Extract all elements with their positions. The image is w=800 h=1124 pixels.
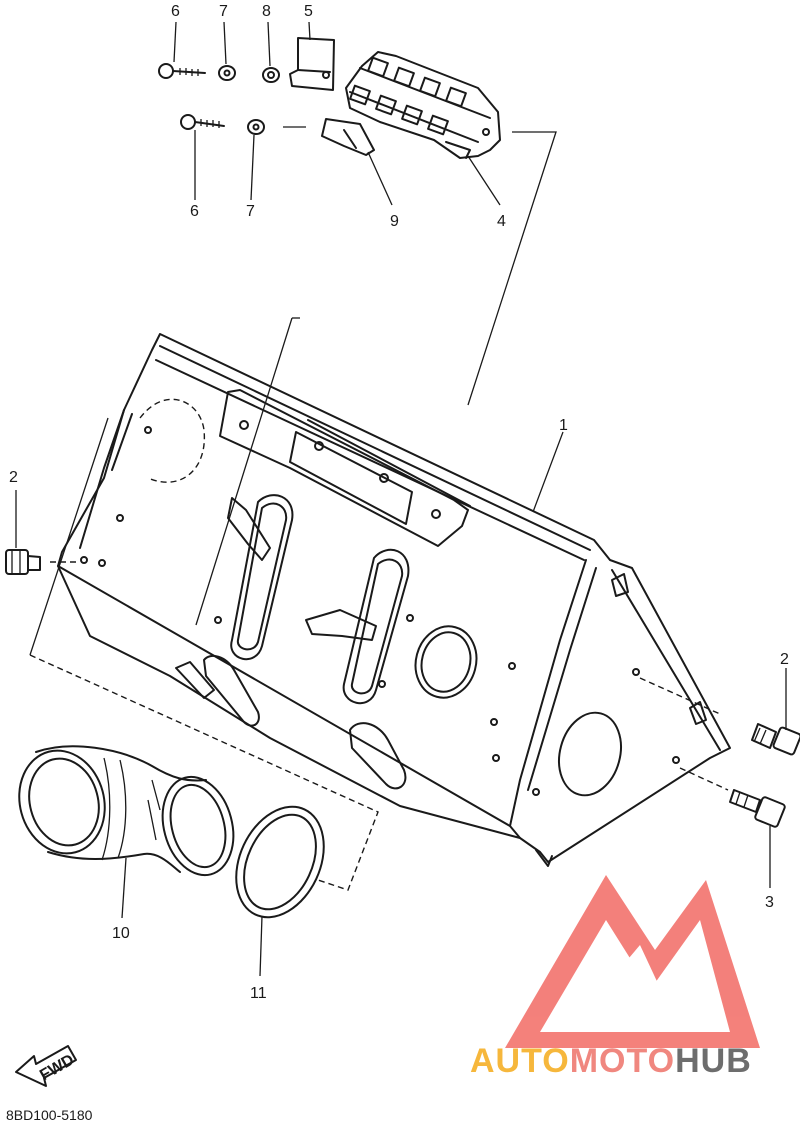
fwd-arrow-icon: FWD: [15, 1045, 77, 1087]
svg-text:AUTOMOTOHUB: AUTOMOTOHUB: [470, 1042, 752, 1080]
callout-7-lower: 7: [246, 203, 255, 220]
callout-5: 5: [304, 3, 313, 20]
callout-2-right: 2: [780, 651, 789, 668]
callout-11: 11: [250, 985, 267, 1002]
bolt-part-3: [729, 789, 786, 888]
clamp-part-9: [321, 118, 375, 156]
screw-part-6-top: [158, 63, 206, 79]
callout-labels: 6 7 8 5 6 7 9 4 1 2 2 3 10 11: [9, 3, 789, 1002]
callout-8: 8: [262, 3, 271, 20]
screw-part-6-lower: [180, 114, 225, 130]
callout-2-left: 2: [9, 469, 18, 486]
intake-duct-part-10: [18, 745, 235, 919]
main-tray-part-1: [57, 333, 731, 867]
callout-7-top: 7: [219, 3, 228, 20]
bolt-part-2-right: [751, 668, 800, 756]
callout-3: 3: [765, 894, 774, 911]
callout-6-top: 6: [171, 3, 180, 20]
upper-bracket-group: [158, 21, 501, 206]
callout-6-lower: 6: [190, 203, 199, 220]
callout-4: 4: [497, 213, 506, 230]
wordmark-hub: HUB: [675, 1042, 752, 1080]
bolt-part-2-left: [5, 490, 41, 575]
fwd-label: FWD: [37, 1051, 77, 1084]
bracket-part-5: [289, 37, 335, 91]
automotohub-wordmark: AUTOMOTOHUB: [470, 1042, 752, 1080]
assembly-guide-lines: [29, 131, 729, 891]
fuse-holder-part-4: [345, 51, 501, 159]
wordmark-auto: AUTO: [470, 1042, 570, 1080]
washer-part-8: [262, 67, 280, 83]
seal-ring-part-11: [235, 805, 325, 977]
callout-9: 9: [390, 213, 399, 230]
washer-part-7-top: [218, 65, 236, 81]
callout-10: 10: [112, 925, 130, 942]
wordmark-moto: MOTO: [570, 1042, 675, 1080]
callout-1: 1: [559, 417, 568, 434]
part-code: 8BD100-5180: [6, 1107, 93, 1123]
automotohub-logo: [505, 875, 760, 1048]
washer-part-7-lower: [247, 119, 265, 135]
